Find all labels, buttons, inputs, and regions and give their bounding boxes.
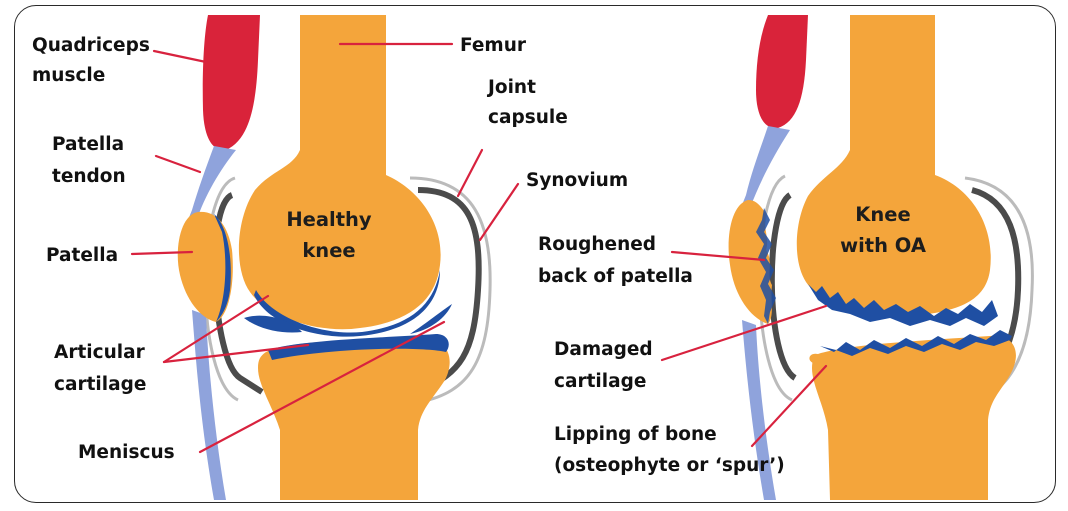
label-patella: Patella [46, 245, 118, 266]
oa-tibia [812, 336, 1016, 500]
label-damaged-line2: cartilage [554, 371, 646, 392]
label-lipping-line2: (osteophyte or ‘spur’) [554, 455, 785, 476]
label-meniscus: Meniscus [78, 442, 175, 463]
label-patella-tendon-line1: Patella [52, 134, 124, 155]
label-roughened-line1: Roughened [538, 234, 656, 255]
oa-quadriceps-muscle [756, 15, 808, 128]
label-synovium: Synovium [526, 170, 628, 191]
label-patella-tendon-line2: tendon [52, 166, 126, 187]
oa-femur [797, 15, 991, 316]
oa-knee-illustration [729, 15, 1033, 500]
label-damaged-line1: Damaged [554, 339, 653, 360]
label-joint-capsule-line1: Joint [486, 77, 536, 98]
label-articular-line2: cartilage [54, 374, 146, 395]
femur [239, 15, 441, 329]
patella-tendon [188, 146, 236, 222]
healthy-knee-title-line1: Healthy [286, 208, 372, 231]
label-roughened-line2: back of patella [538, 266, 693, 287]
label-quadriceps-line1: Quadriceps [32, 35, 150, 56]
label-quadriceps-line2: muscle [32, 65, 105, 86]
tibia [258, 338, 450, 500]
healthy-knee-title-line2: knee [302, 239, 355, 262]
oa-knee-title-line2: with OA [840, 234, 926, 257]
oa-knee-title-line1: Knee [855, 203, 910, 226]
label-femur: Femur [460, 35, 527, 56]
label-joint-capsule-line2: capsule [488, 107, 568, 128]
label-lipping-line1: Lipping of bone [554, 424, 717, 445]
label-articular-line1: Articular [54, 342, 146, 363]
quadriceps-muscle [203, 15, 260, 150]
oa-patella-tendon [742, 126, 790, 208]
